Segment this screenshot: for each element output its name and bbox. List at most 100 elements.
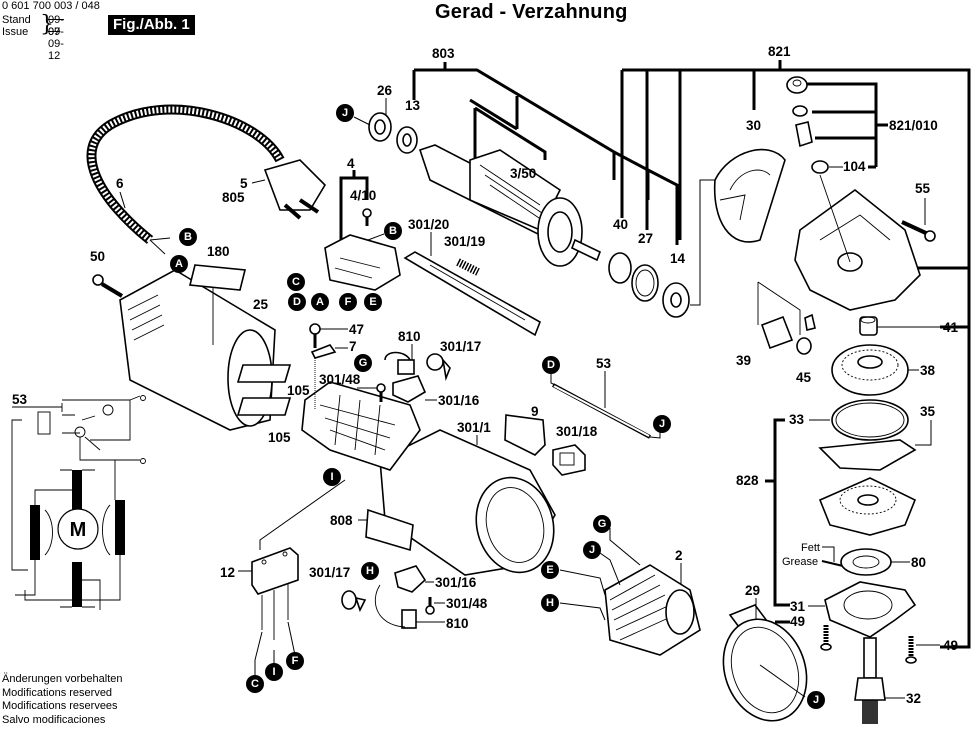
- label-50: 50: [90, 249, 105, 264]
- nut-45: [796, 313, 816, 355]
- bearing-flange-828: [818, 477, 917, 536]
- label-26: 26: [377, 83, 393, 98]
- motor-housing-301-1: [379, 429, 556, 576]
- bevel-gear-38: [831, 344, 909, 396]
- motor-symbol: [57, 508, 99, 550]
- switch-cover-301-18: [552, 444, 586, 476]
- label-14: 14: [670, 251, 686, 266]
- screw-50: [92, 274, 124, 298]
- brush-spring-wire: [384, 351, 411, 361]
- footer-line-de: Änderungen vorbehalten: [2, 673, 123, 685]
- screw-301-48b: [425, 597, 435, 615]
- wiring-schematic: [11, 395, 146, 610]
- label-47: 47: [349, 322, 364, 337]
- bearing-26: [368, 112, 392, 142]
- label-9: 9: [531, 404, 539, 419]
- brush-holder-4: [324, 208, 401, 291]
- svg-text:C: C: [251, 678, 259, 690]
- svg-text:A: A: [175, 258, 183, 270]
- bracket-803: [412, 62, 679, 245]
- bearing-14: [662, 282, 690, 318]
- label-810a: 810: [398, 329, 421, 344]
- screw-47: [309, 323, 321, 348]
- badge-J-coil: J: [583, 541, 601, 559]
- badge-D-wire: D: [542, 356, 560, 374]
- label-105a: 105: [287, 383, 310, 398]
- badge-J-wire: J: [653, 415, 671, 433]
- badge-G-upper: G: [354, 354, 372, 372]
- flange-35: [818, 439, 917, 471]
- label-53b: 53: [596, 356, 612, 371]
- svg-text:D: D: [547, 359, 555, 371]
- label-821-010: 821/010: [889, 118, 938, 133]
- svg-text:J: J: [813, 694, 819, 706]
- badge-E-coil: E: [541, 561, 559, 579]
- label-41: 41: [943, 320, 959, 335]
- label-plate-9: [504, 414, 546, 456]
- svg-text:J: J: [342, 107, 348, 119]
- svg-text:C: C: [292, 276, 300, 288]
- armature-3-50: [418, 144, 602, 267]
- wire-53: [552, 383, 651, 439]
- wheel-guard-29: [722, 604, 808, 722]
- label-40: 40: [613, 217, 628, 232]
- label-301-17b: 301/17: [309, 565, 350, 580]
- svg-text:F: F: [292, 655, 299, 667]
- label-13: 13: [405, 98, 421, 113]
- badge-F-brush: F: [339, 293, 357, 311]
- badge-H-coil: H: [541, 594, 559, 612]
- document-number: 0 601 700 003 / 048: [2, 0, 100, 12]
- insulation-105a: [236, 364, 292, 383]
- label-49a: 49: [790, 614, 805, 629]
- svg-text:H: H: [366, 565, 374, 577]
- label-180: 180: [207, 244, 230, 259]
- label-55: 55: [915, 181, 931, 196]
- needle-bearing-41: [859, 316, 878, 336]
- label-39: 39: [736, 353, 751, 368]
- label-104: 104: [843, 159, 866, 174]
- label-12: 12: [220, 565, 235, 580]
- brush-spring-301-17b: [341, 590, 367, 613]
- label-810b: 810: [446, 616, 469, 631]
- label-45: 45: [796, 370, 812, 385]
- switch-rod-301-20: [403, 251, 541, 337]
- issue-date: 07-09-12: [48, 26, 64, 62]
- screw-49b: [905, 636, 917, 664]
- label-828: 828: [736, 473, 759, 488]
- bracket-4: [339, 170, 369, 240]
- circlip-40: [608, 252, 632, 284]
- brush-spring-301-17a: [426, 353, 451, 381]
- revision-block: Stand Issue } 09-09 07-09-12: [2, 14, 64, 63]
- power-cord: [86, 104, 327, 255]
- badge-G-coil: G: [593, 515, 611, 533]
- label-301-48b: 301/48: [446, 596, 488, 611]
- spindle-32: [854, 637, 886, 724]
- label-808: 808: [330, 513, 353, 528]
- page-title: Gerad - Verzahnung: [435, 1, 628, 23]
- bracket-828: [765, 418, 790, 624]
- badge-A-cord: A: [170, 255, 188, 273]
- badge-C-brush: C: [287, 273, 305, 291]
- svg-text:H: H: [546, 597, 554, 609]
- screw-49a: [820, 625, 832, 651]
- label-fett: Fett: [801, 542, 820, 554]
- svg-text:J: J: [659, 418, 665, 430]
- bearing-13: [396, 126, 418, 154]
- label-25: 25: [253, 297, 269, 312]
- brush-holder-301-16a: [392, 375, 427, 403]
- carbon-brush-810a: [397, 359, 415, 375]
- motor-label: M: [70, 519, 87, 541]
- old-date: 09-09: [48, 14, 64, 38]
- badge-C-suppressor: C: [246, 675, 264, 693]
- stand-label: Stand: [2, 14, 31, 26]
- label-105b: 105: [268, 430, 291, 445]
- label-2: 2: [675, 548, 683, 563]
- badge-D-brush: D: [288, 293, 306, 311]
- badge-B-brush: B: [384, 222, 402, 240]
- label-plate-180: [188, 264, 247, 291]
- svg-text:E: E: [369, 296, 376, 308]
- label-301-48a: 301/48: [319, 372, 361, 387]
- label-35: 35: [920, 404, 936, 419]
- o-ring-33: [831, 399, 909, 441]
